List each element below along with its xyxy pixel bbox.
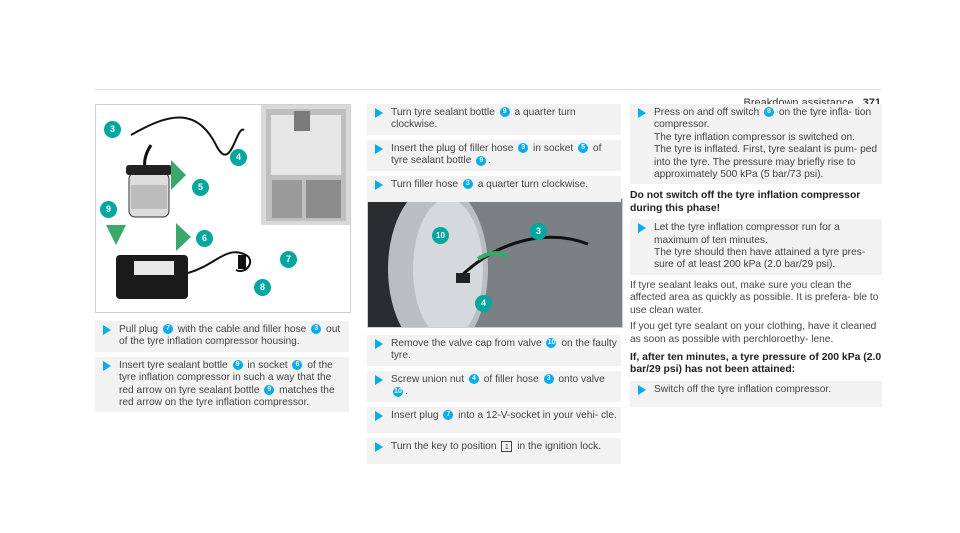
callout-3-fig2: 3: [528, 223, 549, 241]
step-let-run: Let the tyre inflation compressor run fo…: [630, 219, 882, 275]
step-pull-plug: Pull plug 7 with the cable and filler ho…: [95, 321, 349, 352]
step-arrow-icon: [103, 325, 111, 335]
key-position-icon: 1: [501, 440, 513, 452]
callout-6: 6: [194, 230, 215, 248]
step-arrow-icon: [375, 441, 383, 452]
para-sealant-leak: If tyre sealant leaks out, make sure you…: [630, 279, 879, 316]
step-screw-union-nut: Screw union nut 4 of filler hose 3 onto …: [367, 370, 621, 402]
column-middle-bottom: Remove the valve cap from valve 10 on th…: [367, 335, 621, 469]
column-right: Press on and off switch 8 on the tyre in…: [630, 104, 882, 412]
step-switch-off: Switch off the tyre inflation compressor…: [630, 380, 882, 407]
callout-7: 7: [278, 251, 299, 269]
warning-do-not-switch-off: Do not switch off the tyre inflation com…: [630, 190, 861, 214]
step-arrow-icon: [638, 108, 646, 118]
step-arrow-icon: [375, 374, 383, 385]
step-turn-bottle: Turn tyre sealant bottle 9 a quarter tur…: [367, 104, 621, 135]
header-rule: [95, 89, 881, 90]
valve-connection-illustration: [368, 199, 622, 327]
para-sealant-clothing: If you get tyre sealant on your clothing…: [630, 321, 877, 345]
callout-10: 10: [430, 227, 451, 245]
callout-4: 4: [228, 149, 249, 167]
warning-pressure-not-attained: If, after ten minutes, a tyre pressure o…: [630, 351, 882, 376]
figure-valve-connection: 10 3 4: [367, 198, 623, 328]
step-turn-hose: Turn filler hose 3 a quarter turn clockw…: [367, 175, 621, 202]
step-insert-plug-socket: Insert plug 7 into a 12-V-socket in your…: [367, 406, 621, 433]
step-remove-valve-cap: Remove the valve cap from valve 10 on th…: [367, 335, 621, 366]
step-arrow-icon: [638, 384, 646, 395]
step-arrow-icon: [375, 410, 383, 421]
step-arrow-icon: [103, 360, 111, 371]
column-middle-top: Turn tyre sealant bottle 9 a quarter tur…: [367, 104, 621, 207]
callout-4-fig2: 4: [473, 295, 494, 313]
step-arrow-icon: [375, 339, 383, 349]
step-arrow-icon: [375, 143, 383, 154]
step-turn-key: Turn the key to position 1 in the igniti…: [367, 437, 621, 464]
callout-9: 9: [98, 201, 119, 219]
compressor-kit-illustration: [106, 105, 350, 299]
step-insert-bottle: Insert tyre sealant bottle 9 in socket 6…: [95, 356, 349, 413]
figure-compressor-kit: 3 4 5 9 6 7 8: [95, 104, 351, 313]
step-arrow-icon: [375, 108, 383, 118]
callout-3: 3: [102, 121, 123, 139]
column-left: Pull plug 7 with the cable and filler ho…: [95, 321, 349, 417]
step-arrow-icon: [638, 223, 646, 234]
callout-8: 8: [252, 279, 273, 297]
callout-5: 5: [190, 179, 211, 197]
step-insert-hose-plug: Insert the plug of filler hose 3 in sock…: [367, 139, 621, 171]
step-press-switch: Press on and off switch 8 on the tyre in…: [630, 104, 882, 185]
step-arrow-icon: [375, 179, 383, 190]
